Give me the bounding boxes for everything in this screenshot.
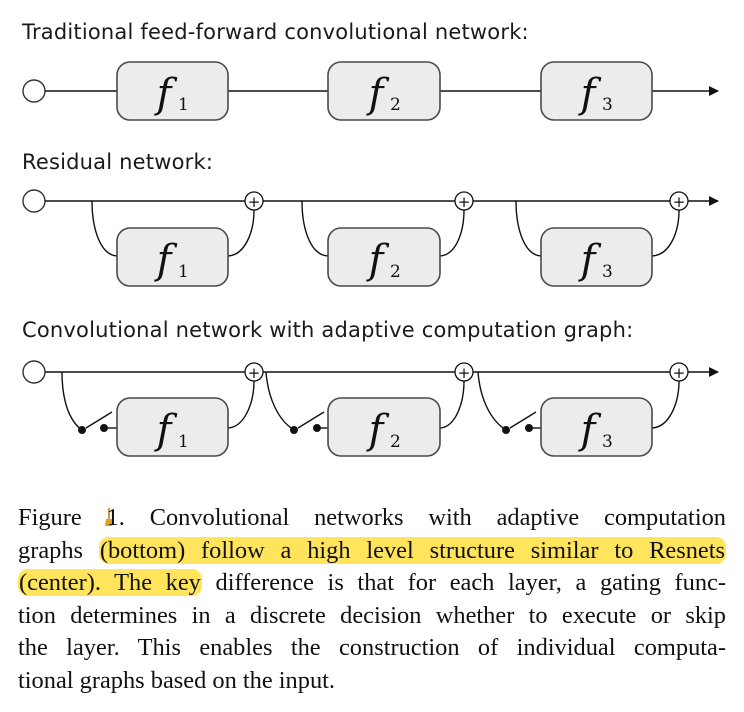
caption-line-1: Figure 1. Convolutional networks with ad…: [18, 504, 726, 531]
input-node: [22, 79, 46, 103]
svg-text:1: 1: [178, 432, 189, 452]
svg-text:2: 2: [390, 262, 401, 282]
addition-node-3: +: [669, 362, 689, 382]
function-block-1: f 1: [116, 397, 229, 457]
gate-switch-2: [290, 411, 328, 434]
svg-text:+: +: [673, 364, 686, 382]
network-diagrams: f 1 f 2 f 3 f 1 +: [22, 61, 719, 457]
residual-network-diagram: f 1 + f 2 + f 3 +: [22, 189, 719, 287]
svg-text:+: +: [248, 193, 261, 211]
svg-text:1: 1: [178, 95, 189, 115]
figure-caption: Figure 1. Convolutional networks with ad…: [18, 502, 726, 697]
svg-text:3: 3: [602, 262, 613, 282]
svg-text:+: +: [673, 193, 686, 211]
caption-line-3: (center). The key difference is that for…: [18, 569, 727, 596]
function-block-1: f 1: [116, 61, 229, 121]
gate-switch-3: [502, 411, 541, 434]
function-block-3: f 3: [540, 397, 653, 457]
addition-node-2: +: [454, 362, 474, 382]
input-node: [22, 360, 46, 384]
svg-text:+: +: [458, 193, 471, 211]
caption-line-2: graphs (bottom) follow a high level stru…: [18, 536, 726, 564]
svg-text:3: 3: [602, 95, 613, 115]
figure-label: Figure 1.: [18, 504, 125, 531]
gate-switch-1: [78, 411, 117, 434]
function-block-3: f 3: [540, 227, 653, 287]
residual-network-title: Residual network:: [22, 150, 214, 174]
svg-text:+: +: [458, 364, 471, 382]
function-block-2: f 2: [327, 397, 441, 457]
svg-text:2: 2: [390, 432, 401, 452]
addition-node-2: +: [454, 191, 474, 211]
traditional-network-title: Traditional feed-forward convolutional n…: [22, 20, 529, 44]
addition-node-1: +: [244, 191, 264, 211]
adaptive-network-diagram: f 1 + f 2 +: [22, 360, 719, 457]
caption-line-5: the layer. This enables the construction…: [18, 634, 726, 661]
function-block-2: f 2: [327, 61, 441, 121]
addition-node-3: +: [669, 191, 689, 211]
caption-line-6: tional graphs based on the input.: [18, 666, 336, 694]
function-block-2: f 2: [327, 227, 441, 287]
svg-text:2: 2: [390, 95, 401, 115]
caption-line-4: tion determines in a discrete decision w…: [18, 601, 726, 629]
highlighted-text: (bottom) follow a high level structure s…: [98, 536, 726, 564]
highlighted-text: (center). The key: [18, 569, 202, 596]
annotation-cursor-icon: [105, 508, 114, 526]
input-node: [22, 189, 46, 213]
svg-text:+: +: [248, 364, 261, 382]
addition-node-1: +: [244, 362, 264, 382]
traditional-network-diagram: f 1 f 2 f 3: [22, 61, 719, 121]
function-block-3: f 3: [540, 61, 653, 121]
svg-text:3: 3: [602, 432, 613, 452]
function-block-1: f 1: [116, 227, 229, 287]
svg-text:1: 1: [178, 262, 189, 282]
adaptive-network-title: Convolutional network with adaptive comp…: [22, 318, 634, 342]
